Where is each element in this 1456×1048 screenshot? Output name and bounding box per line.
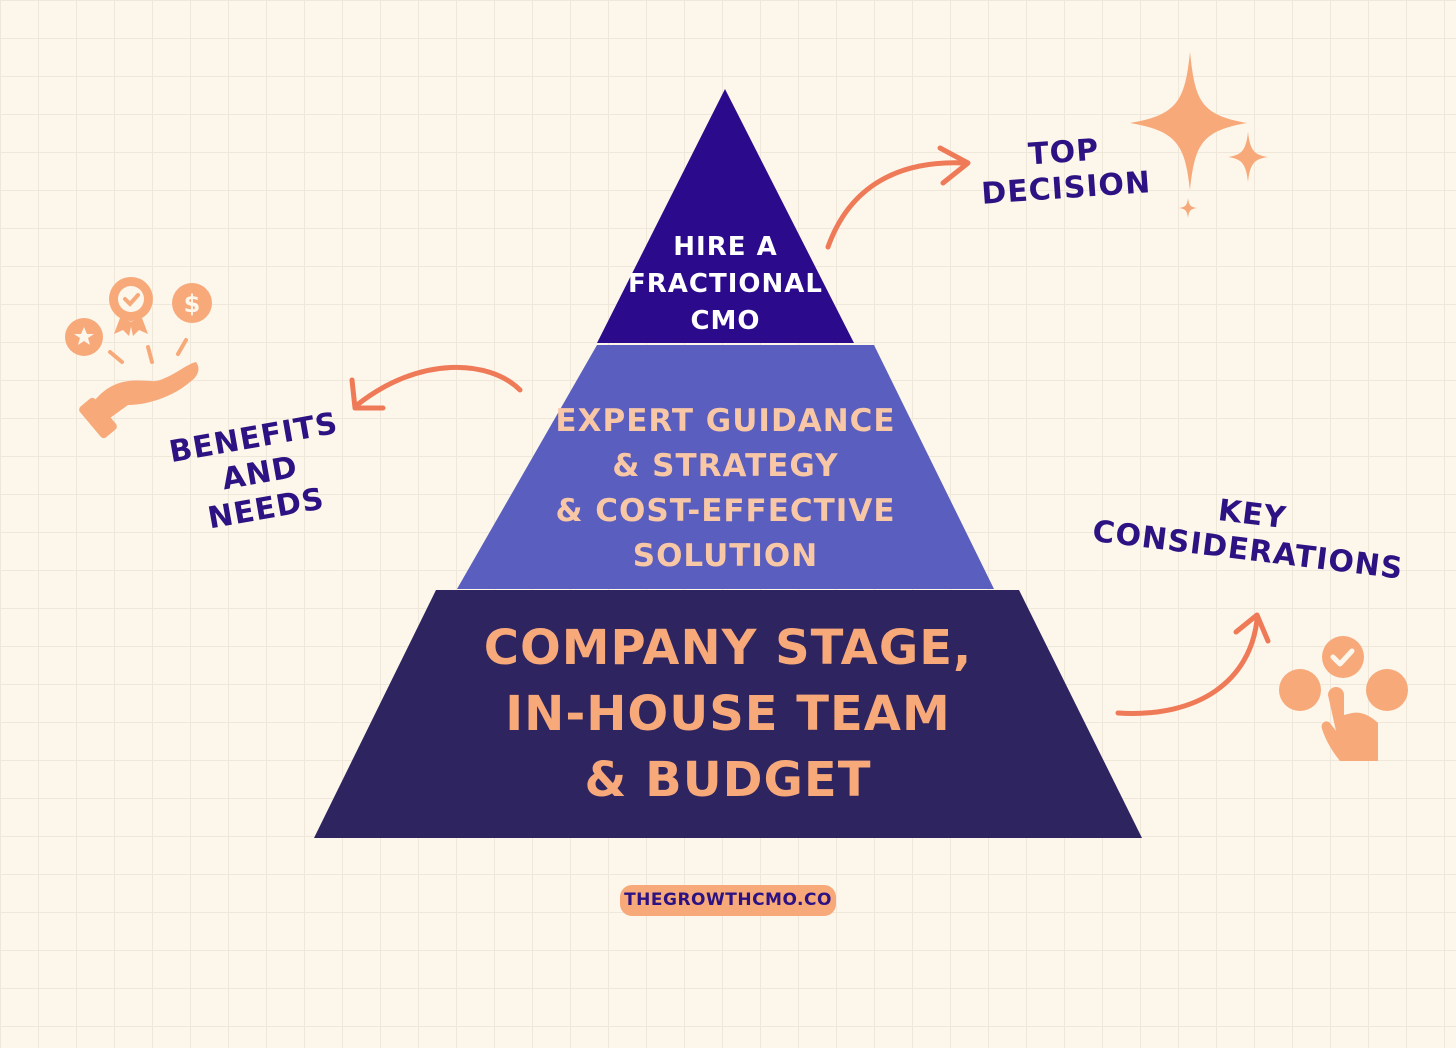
tier-bottom-line: COMPANY STAGE, xyxy=(483,620,973,676)
hand-with-rewards-icon: $ xyxy=(65,277,212,439)
arrow-to-top-decision xyxy=(825,160,968,250)
pyramid-tier-middle xyxy=(457,345,994,589)
tier-bottom-text: COMPANY STAGE, IN-HOUSE TEAM & BUDGET xyxy=(400,615,1056,813)
sparkle-icon xyxy=(1130,52,1268,218)
tier-top-text: HIRE A FRACTIONAL CMO xyxy=(597,229,854,340)
arrow-to-benefits xyxy=(354,365,523,408)
arrow-to-key-considerations xyxy=(1115,617,1260,716)
website-badge[interactable]: THEGROWTHCMO.CO xyxy=(620,885,836,916)
tap-choice-icon xyxy=(1279,636,1408,761)
arrowhead-benefits xyxy=(349,377,386,411)
arrowhead-key-considerations xyxy=(1233,612,1271,644)
tier-bottom-line: & BUDGET xyxy=(584,752,872,808)
tier-middle-line: SOLUTION xyxy=(632,538,819,574)
tier-top-line: HIRE A xyxy=(673,232,778,262)
pyramid-tier-top xyxy=(597,89,854,343)
top-decision-label: TOP DECISION xyxy=(973,129,1158,213)
tier-middle-line: & COST-EFFECTIVE xyxy=(555,493,896,529)
tier-top-line: FRACTIONAL xyxy=(628,269,823,299)
tier-middle-line: & STRATEGY xyxy=(612,448,839,484)
pyramid-tier-bottom xyxy=(314,590,1142,838)
tier-middle-text: EXPERT GUIDANCE & STRATEGY & COST-EFFECT… xyxy=(457,399,994,579)
arrowhead-top-decision xyxy=(937,145,971,186)
svg-text:$: $ xyxy=(184,290,201,318)
tier-top-line: CMO xyxy=(690,306,761,336)
tier-bottom-line: IN-HOUSE TEAM xyxy=(505,686,951,742)
tier-middle-line: EXPERT GUIDANCE xyxy=(555,403,896,439)
